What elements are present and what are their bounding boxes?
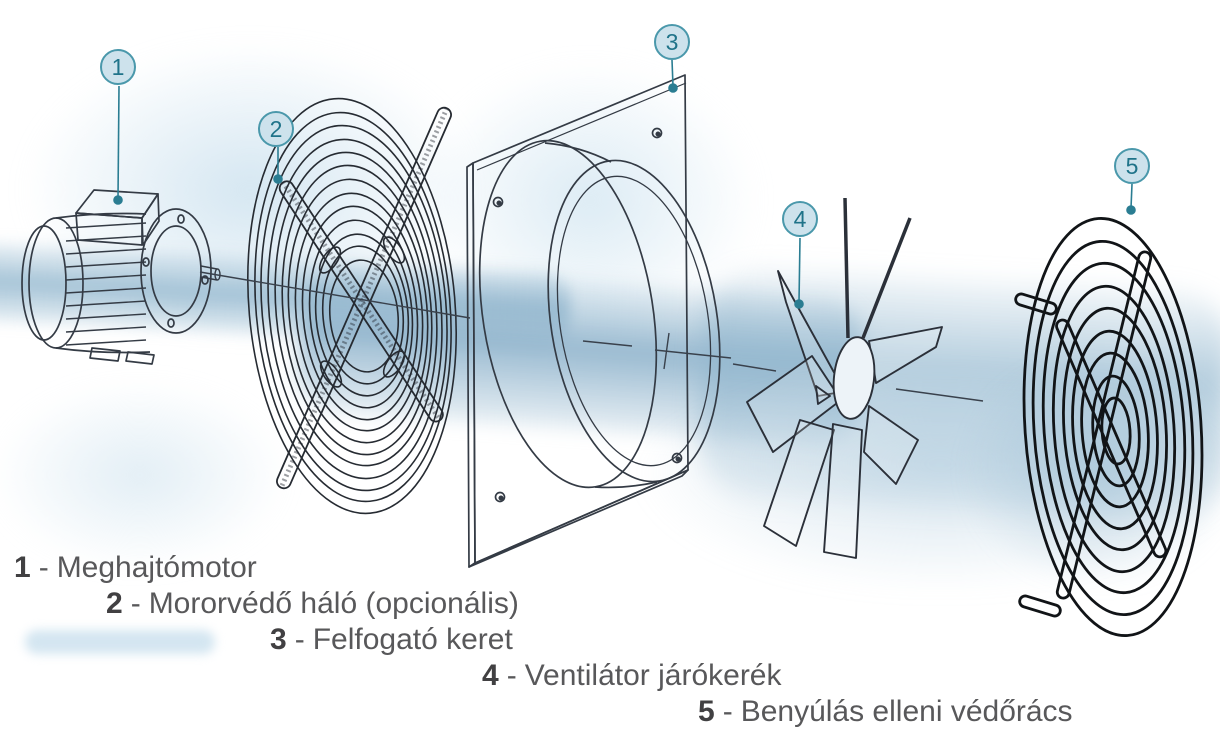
guard-grille-drawing — [1014, 217, 1204, 637]
leader-lines — [113, 59, 1136, 309]
callout-4-number: 4 — [793, 205, 807, 232]
motor-guard-drawing — [247, 97, 457, 515]
legend-separator: - — [294, 623, 305, 656]
legend-separator: - — [506, 659, 517, 692]
grille-mount-tabs — [1014, 292, 1062, 618]
callout-2: 2 — [258, 111, 294, 147]
legend-label: Meghajtómotor — [56, 551, 257, 584]
legend-number: 2 — [106, 587, 123, 620]
legend-number: 5 — [698, 695, 715, 728]
legend-separator: - — [38, 551, 49, 584]
motor-fins — [65, 222, 147, 346]
legend-label: Benyúlás elleni védőrács — [740, 695, 1073, 728]
legend-label: Ventilátor járókerék — [524, 659, 782, 692]
axis-centerline — [199, 271, 984, 402]
legend-item-3: 3-Felfogató keret — [270, 624, 513, 656]
motor-flange — [140, 208, 212, 334]
callout-3: 3 — [654, 24, 690, 60]
legend-number: 1 — [14, 551, 31, 584]
callout-2-number: 2 — [269, 115, 283, 142]
callout-5: 5 — [1114, 148, 1150, 184]
callout-3-number: 3 — [665, 28, 679, 55]
callout-1-number: 1 — [111, 53, 125, 80]
grille-cross-struts — [1055, 250, 1168, 600]
legend-label: Mororvédő háló (opcionális) — [148, 587, 519, 620]
callout-1: 1 — [100, 49, 136, 85]
legend-separator: - — [130, 587, 141, 620]
legend-label: Felfogató keret — [312, 623, 513, 656]
mounting-frame-drawing — [466, 74, 721, 568]
impeller-drawing — [746, 197, 943, 559]
legend-item-1: 1-Meghajtómotor — [14, 552, 257, 584]
callout-4: 4 — [782, 201, 818, 237]
legend-number: 4 — [482, 659, 499, 692]
legend-item-5: 5-Benyúlás elleni védőrács — [698, 696, 1073, 728]
legend-item-4: 4-Ventilátor járókerék — [482, 660, 782, 692]
motor-feet — [89, 347, 155, 365]
callout-5-number: 5 — [1125, 152, 1139, 179]
legend-separator: - — [722, 695, 733, 728]
legend-item-2: 2-Mororvédő háló (opcionális) — [106, 588, 519, 620]
motor-drawing — [21, 189, 221, 365]
frame-bolt-holes — [492, 127, 683, 503]
motor-junction-box — [75, 189, 160, 246]
legend-number: 3 — [270, 623, 287, 656]
